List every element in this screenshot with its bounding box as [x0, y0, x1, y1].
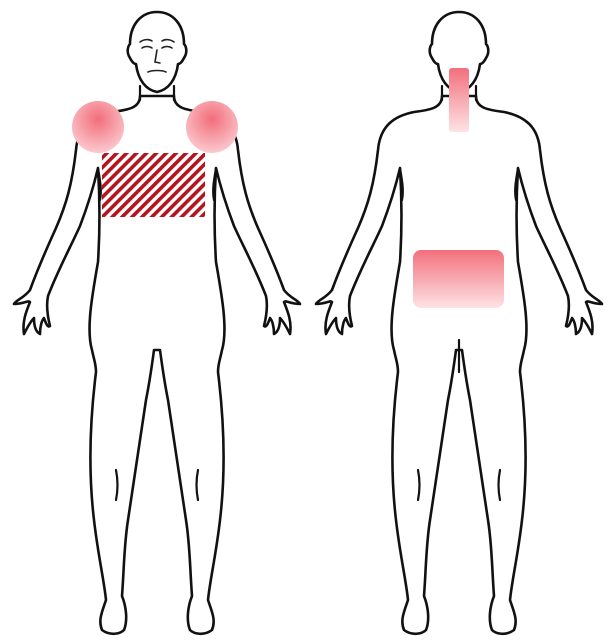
front-figure — [14, 12, 300, 634]
pain-region-left-shoulder — [72, 101, 124, 153]
pain-region-upper-spine — [449, 68, 469, 132]
pain-region-right-shoulder — [186, 101, 238, 153]
pain-region-lower-back — [413, 250, 504, 308]
pain-region-chest — [102, 153, 205, 217]
